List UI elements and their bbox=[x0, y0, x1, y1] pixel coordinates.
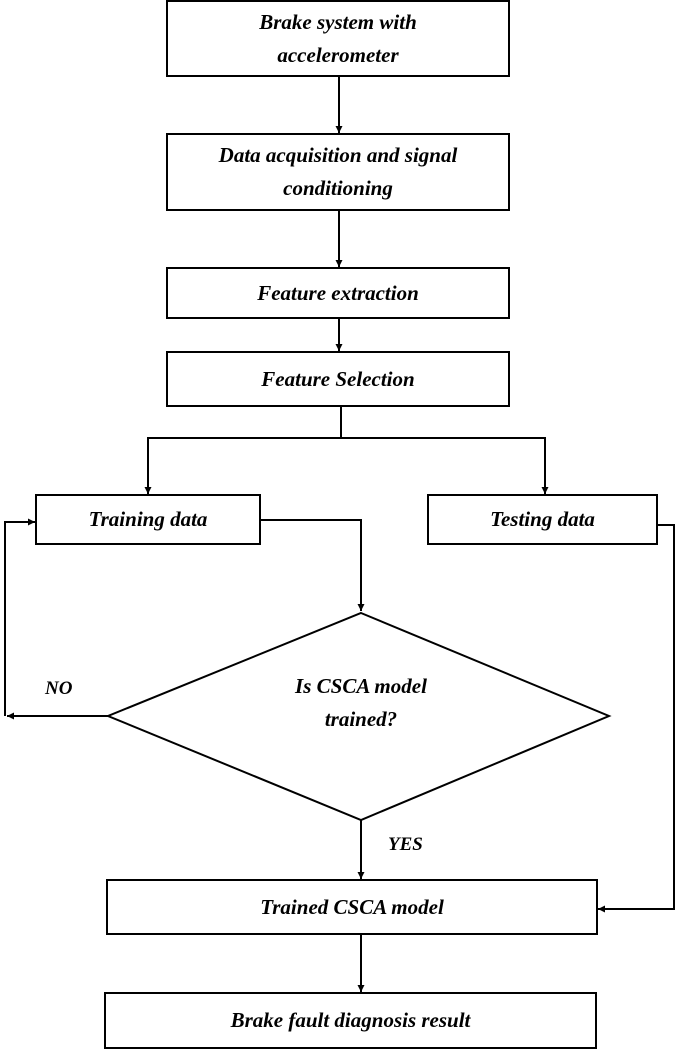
node-data-acquisition: Data acquisition and signal conditioning bbox=[166, 133, 510, 211]
node-brake-system: Brake system with accelerometer bbox=[166, 0, 510, 77]
node-feature-selection-label: Feature Selection bbox=[261, 366, 415, 391]
node-feature-selection: Feature Selection bbox=[166, 351, 510, 407]
node-result-label: Brake fault diagnosis result bbox=[230, 1008, 471, 1032]
node-training-data-label: Training data bbox=[88, 507, 208, 531]
edge-label-yes: YES bbox=[388, 834, 423, 855]
node-training-data: Training data bbox=[35, 494, 261, 545]
node-testing-data-label: Testing data bbox=[490, 507, 595, 531]
node-decision-label: Is CSCA model trained? bbox=[295, 674, 427, 731]
edge-label-no: NO bbox=[45, 678, 73, 699]
node-feature-extraction-label: Feature extraction bbox=[257, 280, 419, 305]
arrow-no-loop-to-training bbox=[4, 518, 35, 716]
node-brake-system-label: Brake system with accelerometer bbox=[259, 9, 417, 67]
arrow-training-to-decision bbox=[261, 519, 365, 611]
node-feature-extraction: Feature extraction bbox=[166, 267, 510, 319]
node-trained-model: Trained CSCA model bbox=[106, 879, 598, 935]
node-trained-model-label: Trained CSCA model bbox=[260, 894, 444, 919]
node-testing-data: Testing data bbox=[427, 494, 658, 545]
node-result: Brake fault diagnosis result bbox=[104, 992, 597, 1049]
node-data-acquisition-label: Data acquisition and signal conditioning bbox=[218, 143, 458, 200]
arrow-testing-to-trained-model bbox=[598, 524, 675, 913]
